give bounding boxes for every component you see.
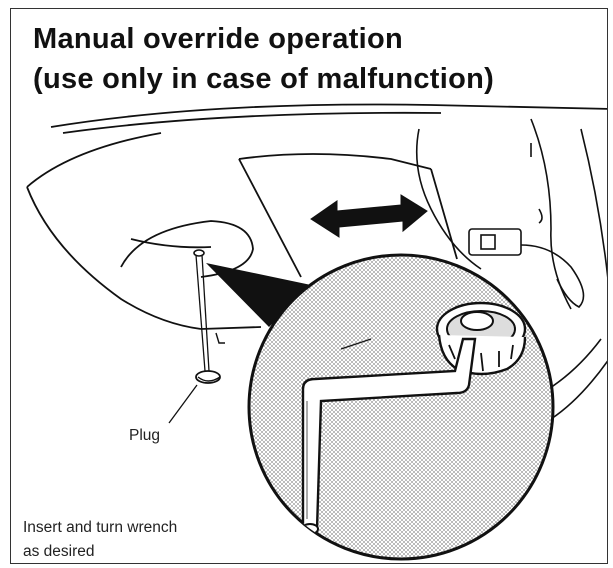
diagram-frame: Manual override operation (use only in c…	[10, 8, 608, 564]
instruction-line-1: Insert and turn wrench	[23, 519, 177, 537]
title-line-1: Manual override operation	[33, 23, 403, 56]
plug-leader-line	[169, 385, 197, 423]
title-line-2: (use only in case of malfunction)	[33, 63, 494, 96]
instruction-line-2: as desired	[23, 543, 95, 561]
double-arrow-icon	[311, 195, 427, 237]
detail-magnifier	[249, 255, 553, 559]
plug-label: Plug	[129, 427, 160, 445]
drive-gear	[437, 303, 525, 374]
